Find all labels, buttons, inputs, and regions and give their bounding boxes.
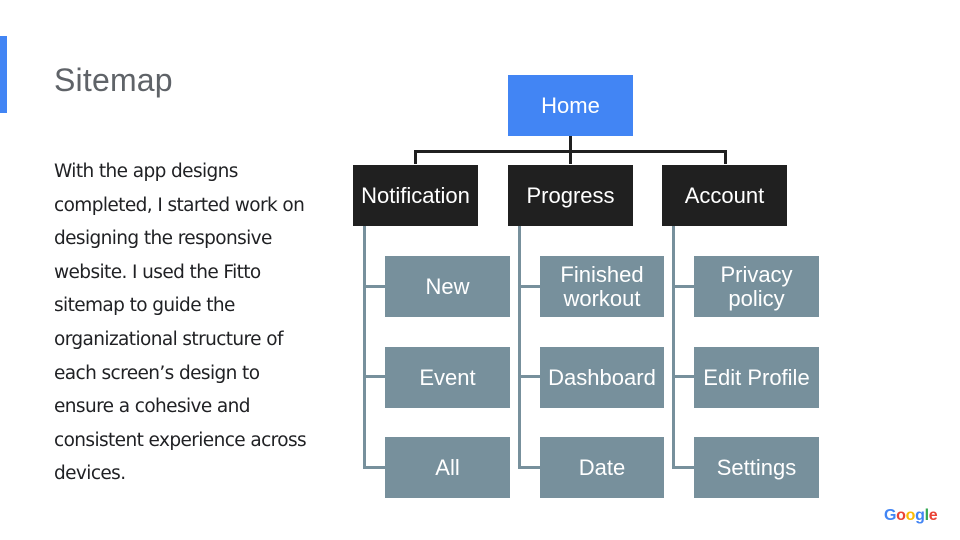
logo-letter: l	[924, 507, 929, 524]
branch-tick	[363, 466, 385, 469]
connector-root	[569, 136, 572, 157]
branch-progress-trunk	[518, 226, 521, 469]
node-account: Account	[662, 165, 787, 226]
node-edit-profile: Edit Profile	[694, 347, 819, 408]
node-settings: Settings	[694, 437, 819, 498]
node-finished-workout: Finished workout	[540, 256, 664, 317]
logo-letter: G	[884, 507, 897, 524]
branch-tick	[672, 285, 694, 288]
branch-tick	[518, 466, 540, 469]
slide-body-text: With the app designs completed, I starte…	[54, 161, 307, 485]
branch-tick	[518, 285, 540, 288]
node-home: Home	[508, 75, 633, 136]
connector-notification	[414, 150, 417, 164]
logo-letter: o	[896, 507, 906, 524]
logo-letter: o	[905, 507, 916, 524]
logo-letter: g	[915, 507, 925, 524]
google-logo: Google	[884, 507, 938, 525]
node-new: New	[385, 256, 510, 317]
branch-tick	[672, 375, 694, 378]
node-privacy-policy: Privacy policy	[694, 256, 819, 317]
connector-progress	[569, 150, 572, 164]
connector-account	[724, 150, 727, 164]
node-progress: Progress	[508, 165, 633, 226]
node-event: Event	[385, 347, 510, 408]
branch-account-trunk	[672, 226, 675, 469]
node-dashboard: Dashboard	[540, 347, 664, 408]
node-date: Date	[540, 437, 664, 498]
node-notification: Notification	[353, 165, 478, 226]
accent-bar	[0, 36, 7, 113]
slide-title: Sitemap	[54, 62, 173, 98]
branch-tick	[363, 375, 385, 378]
logo-letter: e	[928, 507, 938, 524]
branch-notification-trunk	[363, 226, 366, 469]
branch-tick	[518, 375, 540, 378]
branch-tick	[672, 466, 694, 469]
branch-tick	[363, 285, 385, 288]
node-all: All	[385, 437, 510, 498]
